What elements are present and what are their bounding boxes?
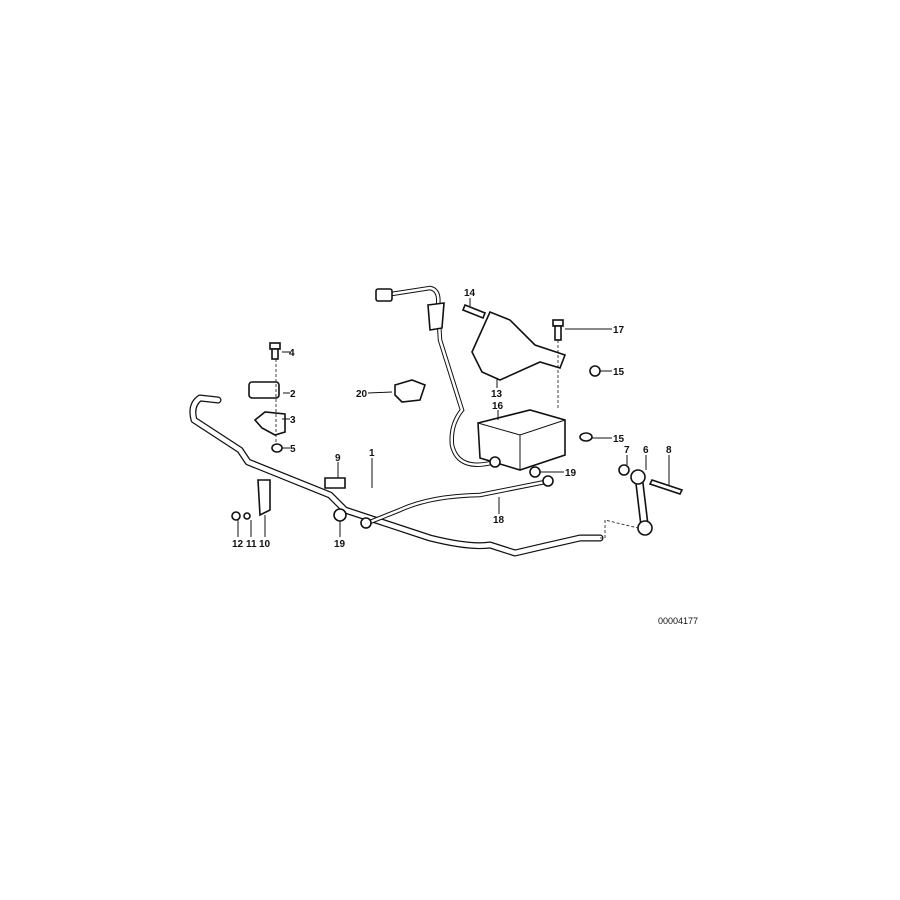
clip (394, 379, 427, 403)
diagram-reference-number: 00004177 (658, 616, 698, 626)
callout-14: 14 (464, 288, 476, 299)
callout-11: 11 (246, 539, 257, 550)
callout-19: 19 (565, 468, 577, 479)
holder-10 (257, 479, 271, 517)
holder (253, 411, 286, 436)
bolt-14 (461, 303, 487, 320)
callout-8: 8 (666, 445, 672, 456)
callout-4: 4 (289, 348, 295, 359)
rubber-mount (248, 381, 280, 399)
bolt-17 (552, 319, 564, 341)
callout-6: 6 (643, 445, 649, 456)
callout-12: 12 (232, 539, 244, 550)
sensor-cable (375, 285, 498, 467)
connector-plug (375, 288, 393, 302)
callout-18: 18 (493, 515, 505, 526)
callout-3: 3 (290, 415, 296, 426)
bolt-4 (269, 342, 281, 360)
level-sensor-box (477, 409, 566, 471)
connecting-rod (360, 475, 554, 529)
callout-1: 1 (369, 448, 375, 459)
bracket (471, 310, 567, 381)
callout-15: 15 (613, 434, 625, 445)
grommet (427, 302, 445, 331)
nut-12 (231, 511, 241, 521)
bushing-19a (529, 466, 541, 478)
callout-19: 19 (334, 539, 346, 550)
callout-2: 2 (290, 389, 296, 400)
callout-7: 7 (624, 445, 630, 456)
callout-13: 13 (491, 389, 503, 400)
washer-11 (243, 512, 251, 520)
nut-5 (271, 443, 283, 453)
clamp-9 (324, 477, 346, 489)
nut-15a (589, 365, 601, 377)
bushing-19b (333, 508, 347, 522)
nut-15b (579, 432, 593, 442)
callout-15: 15 (613, 367, 625, 378)
callout-17: 17 (613, 325, 625, 336)
callout-16: 16 (492, 401, 504, 412)
callout-9: 9 (335, 453, 341, 464)
stabilizer-bar (189, 394, 604, 557)
callout-5: 5 (290, 444, 296, 455)
callout-20: 20 (356, 389, 368, 400)
callout-10: 10 (259, 539, 271, 550)
coupling-rod (618, 464, 684, 536)
